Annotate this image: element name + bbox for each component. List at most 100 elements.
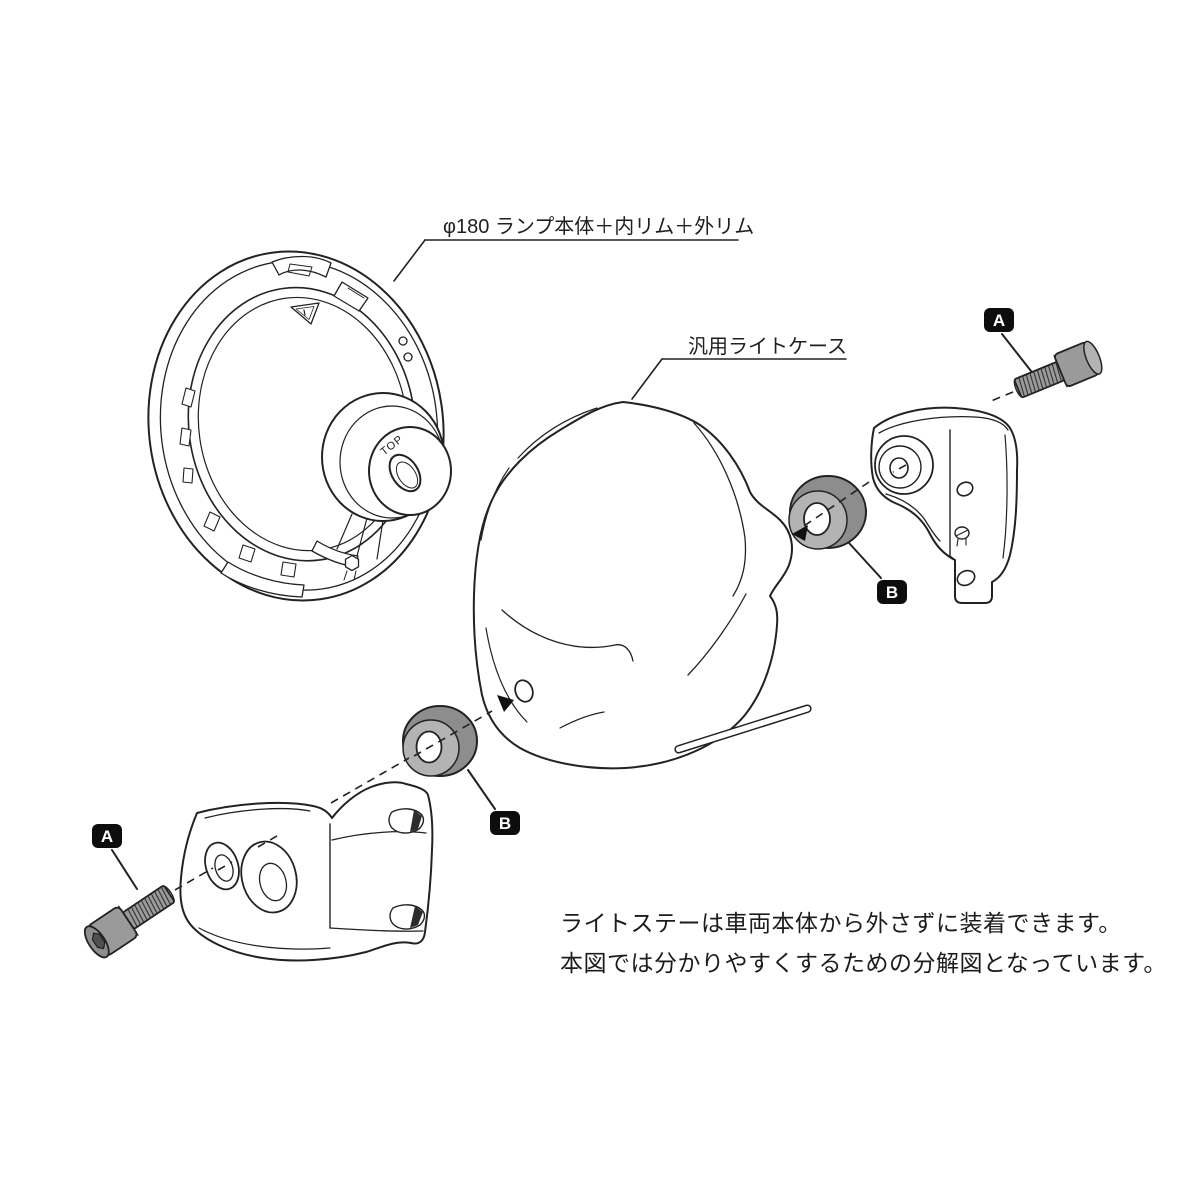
- case-outline: [472, 401, 793, 770]
- badge-a-left-leader: [111, 849, 138, 890]
- axis-left-dash-2: [217, 861, 233, 871]
- stay-right-outline: [870, 406, 1019, 604]
- stay-left-slot-bottom: [389, 904, 426, 930]
- note-line-2: 本図では分かりやすくするための分解図となっています。: [560, 950, 1167, 976]
- callout-lamp-label: φ180 ランプ本体＋内リム＋外リム: [443, 215, 754, 238]
- stay-right-plate-edge: [949, 429, 956, 561]
- stay-right-plate-hole-1: [956, 481, 974, 497]
- case-mount-hole: [514, 679, 534, 703]
- badge-a-right-box: [984, 308, 1014, 332]
- warning-triangle-icon: [290, 302, 320, 325]
- rim-hole-1: [398, 336, 408, 346]
- bolt-right-head-junction: [1053, 354, 1068, 388]
- rim-tab-bottom-2: [238, 544, 256, 563]
- bolt-left-hex-socket: [91, 932, 106, 950]
- stay-left-box-top: [331, 831, 427, 841]
- badge-a-left-box: [92, 824, 122, 848]
- badge-a-right: A: [984, 308, 1032, 372]
- case-slot: [674, 704, 812, 754]
- stay-right-bulge-inner: [1002, 434, 1008, 559]
- rim-clip-top-inner: [287, 263, 313, 277]
- badge-b-right-box: [877, 580, 907, 604]
- bulb-housing: TOP: [321, 392, 452, 560]
- stay-left-hole-1: [204, 841, 240, 891]
- axis-right-dash-2: [892, 464, 907, 473]
- case-contour-wing-tip: [614, 644, 634, 662]
- stay-left-slot-top: [388, 808, 425, 834]
- collar-right: [788, 475, 867, 550]
- rim-clip-upper-right-inner: [347, 287, 365, 299]
- stay-left-hole-2-inner: [258, 862, 288, 902]
- badge-b-left: B: [467, 769, 520, 835]
- callout-case-label: 汎用ライトケース: [688, 335, 847, 358]
- badge-a-right-letter: A: [993, 311, 1005, 330]
- stay-left-hole-1-inner: [214, 854, 234, 882]
- note-line-1: ライトステーは車両本体から外さずに装着できます。: [560, 910, 1122, 936]
- case-lip-line-2: [480, 467, 510, 541]
- stay-right-boss: [874, 435, 934, 495]
- callout-case: 汎用ライトケース: [631, 335, 847, 400]
- rim-clip-bottom: [220, 561, 305, 598]
- badge-b-right: B: [848, 542, 907, 604]
- case-contour-bowl: [485, 627, 528, 723]
- badge-a-right-leader: [1001, 333, 1032, 372]
- bulb-housing-hole-inner: [395, 461, 419, 489]
- bolt-right-head-cap: [1083, 340, 1103, 375]
- bolt-left: [83, 885, 175, 959]
- rim-tab-bottom-1: [203, 511, 221, 532]
- bolt-left-threads: [127, 887, 171, 927]
- stay-right-boss-hole: [889, 457, 909, 479]
- rim-screw: [343, 554, 360, 581]
- stay-left-hole-2: [240, 840, 298, 914]
- case-contour-bottom: [559, 711, 605, 729]
- badge-b-left-box: [490, 811, 520, 835]
- rim-tab-left-3: [182, 467, 194, 484]
- bolt-right-threads: [1018, 362, 1062, 397]
- callout-lamp-leader: [393, 239, 426, 282]
- badge-a-left: A: [92, 824, 138, 890]
- collar-right-hole: [803, 502, 831, 536]
- stay-right-boss-face: [878, 445, 922, 489]
- stay-right-plate-hole-2: [956, 569, 976, 587]
- case-lower-right-crease: [687, 593, 747, 676]
- rim-tab-bottom-3: [280, 561, 297, 578]
- badge-b-right-letter: B: [886, 583, 898, 602]
- lamp-assembly: TOP: [147, 250, 452, 602]
- axis-left-dash-1: [174, 867, 214, 891]
- diagram-notes: ライトステーは車両本体から外さずに装着できます。 本図では分かりやすくするための…: [560, 910, 1167, 976]
- case-contour-wing: [501, 609, 616, 648]
- badge-a-left-letter: A: [101, 827, 113, 846]
- axis-left: [174, 695, 514, 891]
- rim-hole-2: [403, 352, 413, 362]
- stay-left-bottom-inner: [198, 927, 331, 950]
- bolt-left-head-junction: [118, 905, 139, 936]
- badge-b-left-leader: [467, 769, 496, 810]
- stay-right-top-inner: [878, 415, 1009, 434]
- axis-right: [792, 391, 1014, 541]
- rim-tab-left-2: [179, 427, 192, 447]
- callout-case-leader: [631, 358, 663, 400]
- callout-lamp: φ180 ランプ本体＋内リム＋外リム: [393, 215, 754, 282]
- rim-clip-top: [271, 255, 332, 278]
- rim-clip-upper-right: [333, 281, 369, 312]
- badge-b-right-leader: [848, 542, 882, 579]
- light-case: [472, 401, 812, 770]
- axis-left-dash-3: [257, 832, 283, 848]
- stay-right-plate-screw: [954, 526, 970, 547]
- stay-left-top-inner: [204, 807, 311, 819]
- bolt-right: [1013, 340, 1103, 399]
- case-bulge-crease: [693, 422, 747, 597]
- axis-left-dash-5: [413, 710, 493, 757]
- stay-left: [179, 781, 434, 962]
- axis-right-dash-1: [990, 391, 1014, 402]
- axis-left-arrow-icon: [497, 695, 514, 712]
- stay-right: [870, 406, 1019, 604]
- axis-right-arrow-icon: [792, 525, 808, 541]
- badge-b-left-letter: B: [499, 814, 511, 833]
- axis-left-dash-4: [330, 757, 410, 804]
- stay-left-box-bottom: [329, 927, 424, 932]
- case-lip-line-1: [517, 407, 598, 459]
- stay-left-outline: [179, 781, 434, 962]
